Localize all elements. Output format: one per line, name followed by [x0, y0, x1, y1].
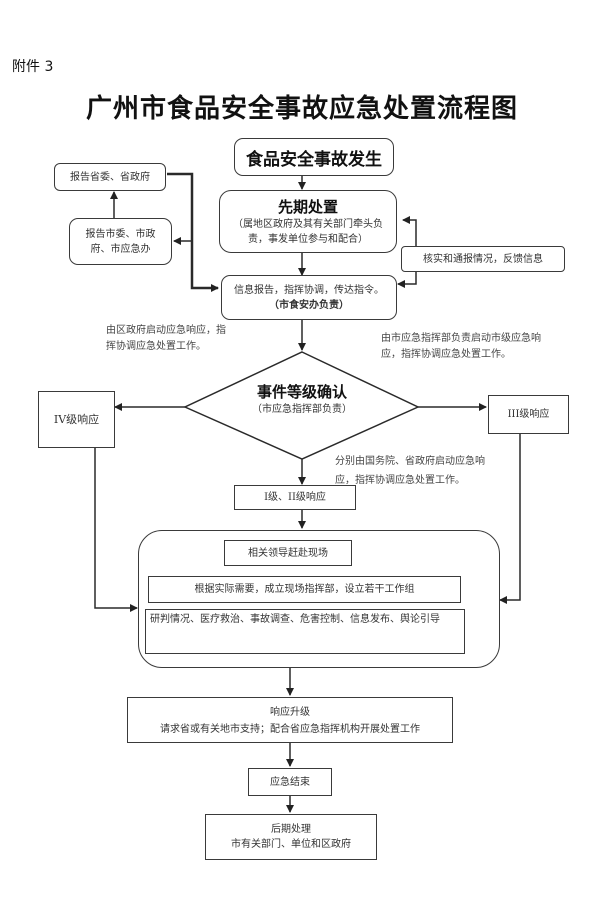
report-city-label: 报告市委、市政府、市应急办	[85, 228, 156, 255]
leaders-box: 相关领导赶赴现场	[224, 540, 352, 566]
upgrade-desc: 请求省或有关地市支持；配合省应急指挥机构开展处置工作	[160, 723, 420, 735]
actions-box: 研判情况、医疗救治、事故调查、危害控制、信息发布、舆论引导	[145, 609, 465, 654]
level-confirm-owner: （市应急指挥部负责）	[252, 404, 352, 415]
leaders-label: 相关领导赶赴现场	[248, 547, 328, 559]
page-title: 广州市食品安全事故应急处置流程图	[85, 94, 518, 124]
national-response-note: 分别由国务院、省政府启动应急响应，指挥协调应急处置工作。	[335, 456, 485, 486]
report-province-box: 报告省委、省政府	[54, 163, 166, 191]
emergency-end-box: 应急结束	[248, 768, 332, 796]
aftermath-desc: 市有关部门、单位和区政府	[231, 839, 351, 850]
aftermath-box: 后期处理 市有关部门、单位和区政府	[205, 814, 377, 860]
arrow-feedback-to-initial	[402, 216, 417, 246]
initial-response-box: 先期处置 （属地区政府及其有关部门牵头负责，事发单位参与和配合）	[219, 190, 397, 253]
incident-label: 食品安全事故发生	[246, 149, 382, 170]
verify-feedback-box: 核实和通报情况，反馈信息	[401, 246, 565, 272]
level12-response-label: I级、II级响应	[264, 492, 326, 503]
upgrade-title: 响应升级	[270, 706, 310, 718]
command-post-label: 根据实际需要，成立现场指挥部，设立若干工作组	[194, 584, 415, 595]
info-report-owner: （市食安办负责）	[269, 299, 349, 311]
initial-response-desc: （属地区政府及其有关部门牵头负责，事发单位参与和配合）	[233, 218, 383, 245]
city-response-note: 由市应急指挥部负责启动市级应急响应，指挥协调应急处置工作。	[381, 333, 541, 360]
report-province-label: 报告省委、省政府	[70, 171, 150, 183]
arrow-level4-to-group	[94, 448, 138, 612]
emergency-end-label: 应急结束	[270, 776, 310, 788]
level-confirm-text: 事件等级确认 （市应急指挥部负责）	[222, 382, 382, 417]
info-report-box: 信息报告，指挥协调，传达指令。 （市食安办负责）	[221, 275, 397, 320]
report-city-box: 报告市委、市政府、市应急办	[69, 218, 172, 265]
incident-box: 食品安全事故发生	[234, 138, 394, 176]
upgrade-box: 响应升级 请求省或有关地市支持；配合省应急指挥机构开展处置工作	[127, 697, 453, 743]
arrow-level3-to-group	[499, 434, 521, 604]
level4-response-label: IV级响应	[53, 412, 100, 426]
info-report-label: 信息报告，指挥协调，传达指令。	[234, 284, 384, 296]
level3-response-box: III级响应	[488, 395, 569, 434]
level3-response-label: III级响应	[507, 409, 550, 420]
level4-response-box: IV级响应	[38, 391, 115, 448]
command-post-box: 根据实际需要，成立现场指挥部，设立若干工作组	[148, 576, 461, 603]
actions-label: 研判情况、医疗救治、事故调查、危害控制、信息发布、舆论引导	[150, 614, 440, 625]
arrow-province-to-info	[167, 172, 219, 292]
aftermath-title: 后期处理	[271, 824, 311, 835]
district-response-note: 由区政府启动应急响应，指挥协调应急处置工作。	[106, 325, 226, 352]
level12-response-box: I级、II级响应	[234, 485, 356, 510]
level-confirm-diamond	[183, 351, 420, 460]
verify-feedback-label: 核实和通报情况，反馈信息	[423, 253, 543, 265]
attachment-label: 附件 3	[12, 59, 54, 75]
arrow-feedback-to-info	[397, 272, 417, 288]
initial-response-title: 先期处置	[277, 197, 338, 216]
level-confirm-title: 事件等级确认	[256, 383, 347, 401]
